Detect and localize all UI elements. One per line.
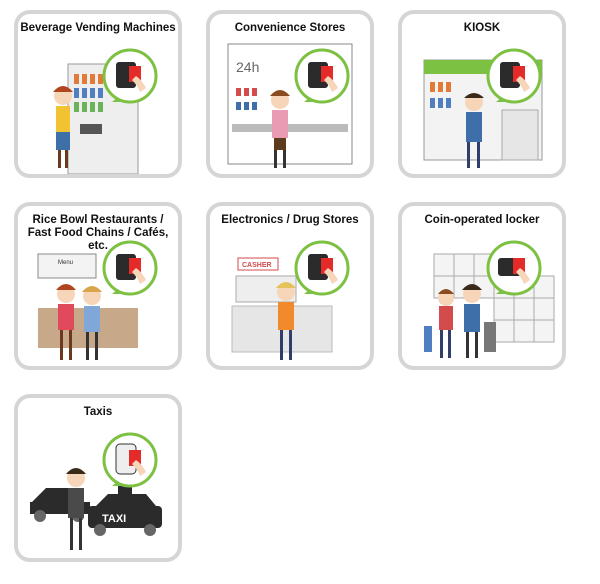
cashier-sign: CASHER: [242, 262, 272, 269]
card-title: Coin-operated locker: [424, 214, 540, 226]
hand-icon: [516, 268, 530, 284]
taxi-illustration: TAXI: [30, 432, 162, 550]
hand-icon: [324, 76, 338, 92]
card-electronics-drug-stores: Electronics / Drug Stores CASHER: [206, 202, 374, 370]
card-rice-bowl-restaurants: Rice Bowl Restaurants / Fast Food Chains…: [14, 202, 182, 370]
hand-icon: [132, 76, 146, 92]
card-title: Rice Bowl Restaurants / Fast Food Chains…: [27, 214, 169, 252]
taxi-sign: TAXI: [102, 513, 126, 525]
vending-machine-illustration: [53, 48, 158, 174]
kiosk-illustration: [423, 48, 543, 168]
card-taxis: Taxis TAXI: [14, 394, 182, 562]
electronics-store-illustration: CASHER: [231, 240, 350, 360]
convenience-store-illustration: 24h: [227, 43, 353, 168]
card-title: Convenience Stores: [234, 22, 346, 34]
card-title: Beverage Vending Machines: [20, 22, 176, 34]
hand-icon: [132, 460, 146, 476]
card-title: Electronics / Drug Stores: [221, 214, 359, 226]
card-convenience-stores: Convenience Stores 24h: [206, 10, 374, 178]
hand-icon: [324, 268, 338, 284]
card-kiosk: KIOSK: [398, 10, 566, 178]
card-title: Taxis: [83, 406, 113, 418]
card-coin-operated-locker: Coin-operated locker: [398, 202, 566, 370]
hand-icon: [516, 76, 530, 92]
hand-icon: [132, 268, 146, 284]
restaurant-illustration: Menu: [37, 240, 158, 360]
store-sign: 24h: [236, 59, 259, 75]
card-title: KIOSK: [463, 22, 501, 34]
locker-illustration: [424, 240, 555, 358]
menu-board: Menu: [58, 260, 73, 266]
card-beverage-vending-machines: Beverage Vending Machines: [14, 10, 182, 178]
